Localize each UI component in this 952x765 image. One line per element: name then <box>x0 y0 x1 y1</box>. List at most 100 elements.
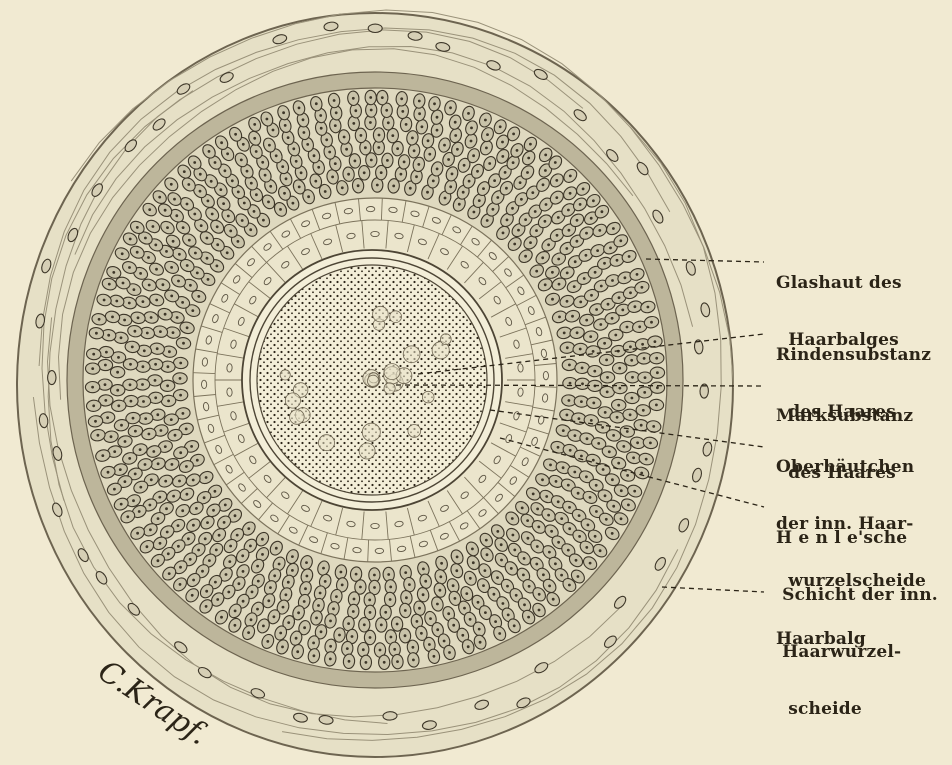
cell-nucleus <box>142 300 145 303</box>
cell-nucleus <box>557 446 560 449</box>
medulla-cell <box>319 435 335 451</box>
cell-nucleus <box>589 562 592 565</box>
cell-nucleus <box>601 426 604 429</box>
cell-nucleus <box>300 171 303 174</box>
cell-nucleus <box>522 574 525 577</box>
medulla-cell <box>367 375 378 386</box>
cell-nucleus <box>363 171 366 174</box>
cell-nucleus <box>124 440 127 443</box>
cell-nucleus <box>320 630 323 633</box>
cell-nucleus <box>415 175 418 178</box>
cell-nucleus <box>486 219 489 222</box>
cell-nucleus <box>275 154 278 157</box>
cell-nucleus <box>433 655 436 658</box>
cell-nucleus <box>303 131 306 134</box>
label-line: H e n l e'sche <box>776 529 938 548</box>
cell-nucleus <box>436 603 439 606</box>
cell-nucleus <box>563 332 566 335</box>
cell-nucleus <box>205 590 208 593</box>
cell-nucleus <box>129 383 132 386</box>
cell-nucleus <box>640 424 643 427</box>
leader-haarbalg <box>662 587 764 592</box>
cell-nucleus <box>150 316 153 319</box>
cell-nucleus <box>313 654 316 657</box>
cell-nucleus <box>400 173 403 176</box>
cell-nucleus <box>409 187 412 190</box>
cell-nucleus <box>186 326 189 329</box>
cell-nucleus <box>187 537 190 540</box>
cell-nucleus <box>400 97 403 100</box>
cell-nucleus <box>535 229 538 232</box>
cell-nucleus <box>124 480 127 483</box>
cell-nucleus <box>242 143 245 146</box>
cell-nucleus <box>593 370 596 373</box>
cell-nucleus <box>182 412 185 415</box>
cell-nucleus <box>596 249 599 252</box>
cell-nucleus <box>306 143 309 146</box>
cell-nucleus <box>119 468 122 471</box>
cell-nucleus <box>644 376 647 379</box>
cell-nucleus <box>273 574 276 577</box>
cell-nucleus <box>172 331 175 334</box>
cell-nucleus <box>142 400 145 403</box>
cell-nucleus <box>196 459 199 462</box>
cell-nucleus <box>581 382 584 385</box>
cell-nucleus <box>643 391 646 394</box>
cell-nucleus <box>501 141 504 144</box>
cell-nucleus <box>422 593 425 596</box>
cell-nucleus <box>130 400 133 403</box>
cell-nucleus <box>587 524 590 527</box>
cell-nucleus <box>380 171 383 174</box>
cell-nucleus <box>424 580 427 583</box>
cell-nucleus <box>538 593 541 596</box>
cell-nucleus <box>523 557 526 560</box>
cell-nucleus <box>617 462 620 465</box>
cell-nucleus <box>536 545 539 548</box>
cell-nucleus <box>396 623 399 626</box>
cell-nucleus <box>250 618 253 621</box>
cell-nucleus <box>520 198 523 201</box>
cell-nucleus <box>341 584 344 587</box>
cell-nucleus <box>568 584 571 587</box>
cell-nucleus <box>526 171 529 174</box>
cell-nucleus <box>638 325 641 328</box>
cell-nucleus <box>452 624 455 627</box>
cell-nucleus <box>547 243 550 246</box>
cell-nucleus <box>285 593 288 596</box>
cell-nucleus <box>405 123 408 126</box>
cell-nucleus <box>287 136 290 139</box>
cell-nucleus <box>315 617 318 620</box>
cell-nucleus <box>627 504 630 507</box>
cell-nucleus <box>257 580 260 583</box>
cell-nucleus <box>159 542 162 545</box>
cell-nucleus <box>641 286 644 289</box>
cell-nucleus <box>369 121 372 124</box>
cell-nucleus <box>253 210 256 213</box>
cell-nucleus <box>179 566 182 569</box>
cell-nucleus <box>465 592 468 595</box>
cell-nucleus <box>190 445 193 448</box>
cell-nucleus <box>477 601 480 604</box>
cell-nucleus <box>189 558 192 561</box>
cell-nucleus <box>500 559 503 562</box>
cell-nucleus <box>655 357 658 360</box>
cell-nucleus <box>629 291 632 294</box>
cell-nucleus <box>295 160 298 163</box>
cell-nucleus <box>421 125 424 128</box>
cell-nucleus <box>364 146 367 149</box>
cell-nucleus <box>134 430 137 433</box>
cell-nucleus <box>449 106 452 109</box>
cell-nucleus <box>167 400 170 403</box>
cell-nucleus <box>544 220 547 223</box>
cell-nucleus <box>568 399 571 402</box>
cell-nucleus <box>94 420 97 423</box>
cell-nucleus <box>243 202 246 205</box>
cell-nucleus <box>199 173 202 176</box>
cell-nucleus <box>378 134 381 137</box>
cell-nucleus <box>631 376 634 379</box>
cell-nucleus <box>91 386 94 389</box>
cell-nucleus <box>179 362 182 365</box>
cell-nucleus <box>354 160 357 163</box>
cell-nucleus <box>133 288 136 291</box>
cell-nucleus <box>599 323 602 326</box>
